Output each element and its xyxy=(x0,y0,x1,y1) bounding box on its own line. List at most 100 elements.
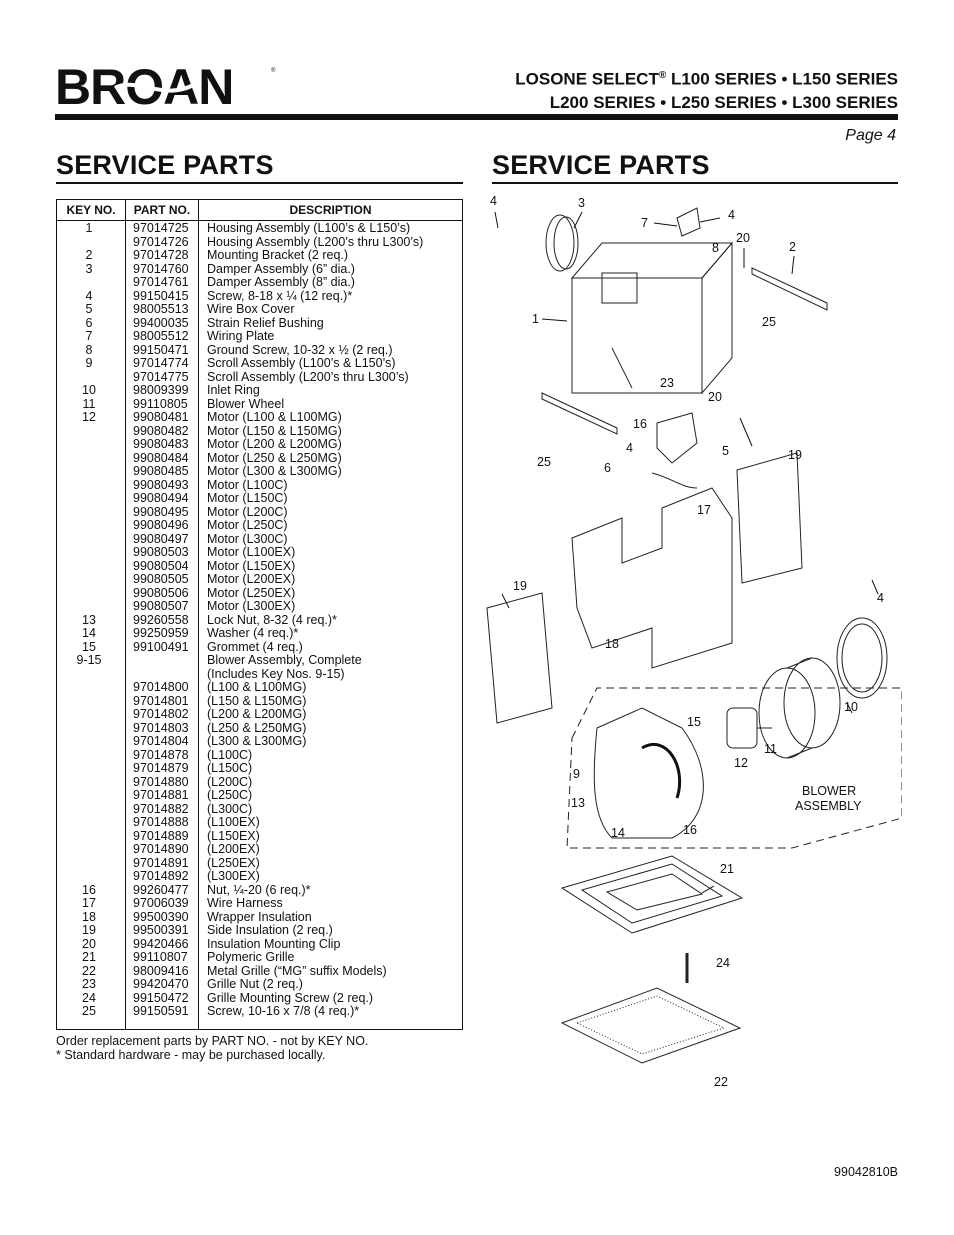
callout-leaders xyxy=(494,211,879,894)
part-no-cell: 99420466 xyxy=(133,936,189,951)
part-no-cell: 98005513 xyxy=(133,302,189,316)
key-no-cell: 20 xyxy=(82,936,96,951)
description-cell: (L100C) xyxy=(207,747,253,762)
exploded-parts-diagram: 4 3 7 4 8 20 2 1 25 23 20 16 4 5 6 25 19… xyxy=(486,194,902,1089)
callout-14: 14 xyxy=(611,826,625,840)
part-no-cell: 99150591 xyxy=(133,1004,189,1018)
key-no-cell: 24 xyxy=(82,990,96,1005)
description-cell: (L200EX) xyxy=(207,842,260,856)
series-heading: LOSONE SELECT® L100 SERIES • L150 SERIES… xyxy=(515,64,898,114)
description-cell: Blower Assembly, Complete xyxy=(207,653,362,667)
part-no-cell: 97014775 xyxy=(133,369,189,384)
key-no-cell: 23 xyxy=(82,977,96,991)
part-no-cell: 99260477 xyxy=(133,882,189,897)
title-rule-right xyxy=(492,182,898,184)
callout-19: 19 xyxy=(513,579,527,593)
part-no-cell: 99080484 xyxy=(133,450,189,465)
broan-logo: BROAN ® xyxy=(55,59,280,115)
note-order: Order replacement parts by PART NO. - no… xyxy=(56,1034,369,1048)
part-no-cell: 99080495 xyxy=(133,504,189,519)
key-no-cell: 7 xyxy=(85,329,93,343)
part-no-cell: 99080496 xyxy=(133,518,189,532)
part-no-cell: 97014880 xyxy=(133,774,189,789)
wiring-plate xyxy=(676,207,701,237)
description-cell: Motor (L100C) xyxy=(207,477,288,492)
description-cell: (L100 & L100MG) xyxy=(207,680,307,694)
key-no-cell: 1 xyxy=(85,221,93,235)
part-no-cell: 99080504 xyxy=(133,558,189,573)
motor xyxy=(726,707,772,749)
title-right: SERVICE PARTS xyxy=(492,150,710,180)
callout-4: 4 xyxy=(626,441,633,455)
callout-2: 2 xyxy=(789,240,796,254)
part-no-cell: 99100491 xyxy=(133,639,189,654)
table-header-rule xyxy=(57,220,462,221)
callout-4: 4 xyxy=(877,591,884,605)
mounting-bracket xyxy=(541,392,618,435)
callout-21: 21 xyxy=(720,862,734,876)
wrapper-insulation xyxy=(571,487,733,669)
key-no-cell: 19 xyxy=(82,923,96,937)
key-no-cell: 14 xyxy=(82,626,96,640)
callout-3: 3 xyxy=(578,196,585,210)
registered-mark: ® xyxy=(658,70,667,81)
description-cell: Mounting Bracket (2 req.) xyxy=(207,248,349,262)
part-no-cell: 97014728 xyxy=(133,248,189,262)
callout-20: 20 xyxy=(708,390,722,404)
description-cell: (L150 & L150MG) xyxy=(207,693,307,708)
part-no-cell: 97014801 xyxy=(133,693,189,708)
description-cell: (L250C) xyxy=(207,788,253,802)
callout-16: 16 xyxy=(633,417,647,431)
part-no-cell: 97014878 xyxy=(133,747,189,762)
part-no-cell: 97014890 xyxy=(133,842,189,856)
table-row: (Includes Key Nos. 9-15) xyxy=(57,667,462,682)
part-no-cell: 99250959 xyxy=(133,626,189,640)
key-no-cell: 17 xyxy=(82,896,96,910)
description-cell: Housing Assembly (L100’s & L150’s) xyxy=(207,221,411,235)
key-no-cell: 13 xyxy=(82,612,96,627)
key-no-cell: 2 xyxy=(85,248,93,262)
part-no-cell: 99080505 xyxy=(133,572,189,586)
callout-23: 23 xyxy=(660,376,674,390)
callout-18: 18 xyxy=(605,637,619,651)
description-cell: Motor (L150EX) xyxy=(207,558,296,573)
callout-9: 9 xyxy=(573,767,580,781)
part-no-cell: 97014761 xyxy=(133,275,189,289)
description-cell: Grille Nut (2 req.) xyxy=(207,977,303,991)
part-no-cell: 97014892 xyxy=(133,869,189,883)
key-no-cell: 21 xyxy=(82,950,96,964)
description-cell: Motor (L250C) xyxy=(207,518,288,532)
part-no-cell: 97006039 xyxy=(133,896,189,910)
mounting-bracket xyxy=(751,267,828,311)
table-row: 97014889(L150EX) xyxy=(57,829,462,844)
description-cell: (L200C) xyxy=(207,774,253,789)
table-row: 97014891(L250EX) xyxy=(57,855,462,871)
callout-1: 1 xyxy=(532,312,539,326)
callout-25: 25 xyxy=(762,315,776,329)
key-no-cell: 18 xyxy=(82,909,96,924)
part-no-cell: 97014726 xyxy=(133,234,189,249)
description-cell: Wrapper Insulation xyxy=(207,909,312,924)
table-row: 97014892 (L300EX) xyxy=(57,869,462,884)
part-no-cell: 97014891 xyxy=(133,855,189,870)
callout-15: 15 xyxy=(687,715,701,729)
callout-4: 4 xyxy=(728,208,735,222)
description-cell: (L300EX) xyxy=(207,869,260,883)
callout-25: 25 xyxy=(537,455,551,469)
description-cell: Motor (L250 & L250MG) xyxy=(207,450,342,465)
series-line2: L200 SERIES • L250 SERIES • L300 SERIES xyxy=(549,92,898,112)
part-no-cell: 97014882 xyxy=(133,801,189,816)
description-cell: Metal Grille (“MG” suffix Models) xyxy=(207,963,387,978)
part-no-cell: 97014725 xyxy=(133,221,189,235)
